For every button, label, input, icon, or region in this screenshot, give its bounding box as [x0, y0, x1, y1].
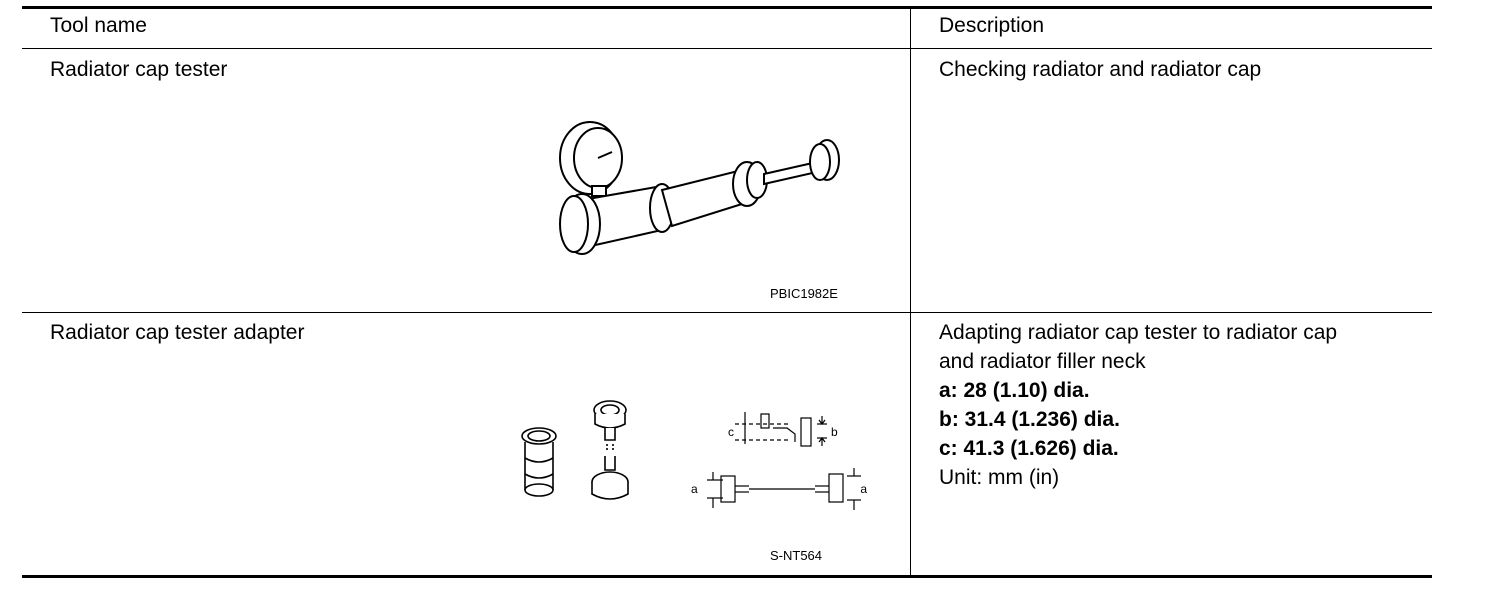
- column-divider: [910, 9, 911, 575]
- dim-label-a-left: a: [691, 482, 698, 496]
- spec-b: b: 31.4 (1.236) dia.: [939, 408, 1120, 431]
- table-top-rule: [22, 6, 1432, 9]
- special-service-tools-table: Tool name Description Radiator cap teste…: [22, 0, 1432, 596]
- column-header-description: Description: [939, 14, 1045, 37]
- row-divider: [22, 312, 1432, 313]
- header-divider: [22, 48, 1432, 49]
- tool-name-radiator-cap-tester: Radiator cap tester: [50, 58, 228, 81]
- tool-name-radiator-cap-tester-adapter: Radiator cap tester adapter: [50, 321, 305, 344]
- description-line-2: and radiator filler neck: [939, 350, 1146, 373]
- figure-code-pbic1982e: PBIC1982E: [770, 286, 838, 301]
- spec-c: c: 41.3 (1.626) dia.: [939, 437, 1119, 460]
- dim-label-c: c: [728, 425, 734, 439]
- column-header-tool-name: Tool name: [50, 14, 147, 37]
- dim-label-a-right: a: [860, 482, 867, 496]
- figure-code-s-nt564: S-NT564: [770, 548, 823, 563]
- description-radiator-cap-tester-adapter: Adapting radiator cap tester to radiator…: [939, 318, 1419, 492]
- unit-note: Unit: mm (in): [939, 466, 1060, 489]
- radiator-cap-tester-illustration: [559, 121, 840, 255]
- dim-label-b: b: [831, 425, 838, 439]
- table-bottom-rule: [22, 575, 1432, 578]
- radiator-cap-tester-adapter-illustration: c b a a: [521, 400, 867, 510]
- description-radiator-cap-tester: Checking radiator and radiator cap: [939, 58, 1262, 81]
- description-line-1: Adapting radiator cap tester to radiator…: [939, 321, 1338, 344]
- spec-a: a: 28 (1.10) dia.: [939, 379, 1090, 402]
